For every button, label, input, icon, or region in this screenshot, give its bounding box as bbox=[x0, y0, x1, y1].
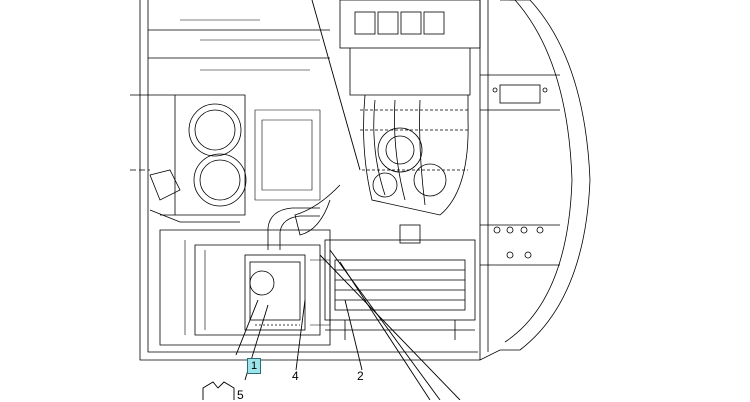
machine-frame-outline bbox=[139, 0, 591, 361]
pivot-bore-lower bbox=[193, 153, 247, 207]
engine-assembly bbox=[294, 0, 481, 244]
callout-item-5: 5 bbox=[237, 388, 244, 402]
counterweight-holes bbox=[492, 84, 548, 259]
pivot-bore-upper bbox=[188, 103, 242, 157]
cooler-assembly bbox=[324, 239, 476, 340]
battery-box bbox=[244, 207, 320, 331]
swing-frame bbox=[130, 94, 247, 223]
callout-item-4: 4 bbox=[292, 369, 299, 383]
callout-item-2: 2 bbox=[357, 369, 364, 383]
bracket-symbol-item-5 bbox=[202, 381, 235, 400]
callout-item-1: 1 bbox=[247, 358, 262, 374]
frame-details bbox=[180, 19, 331, 335]
